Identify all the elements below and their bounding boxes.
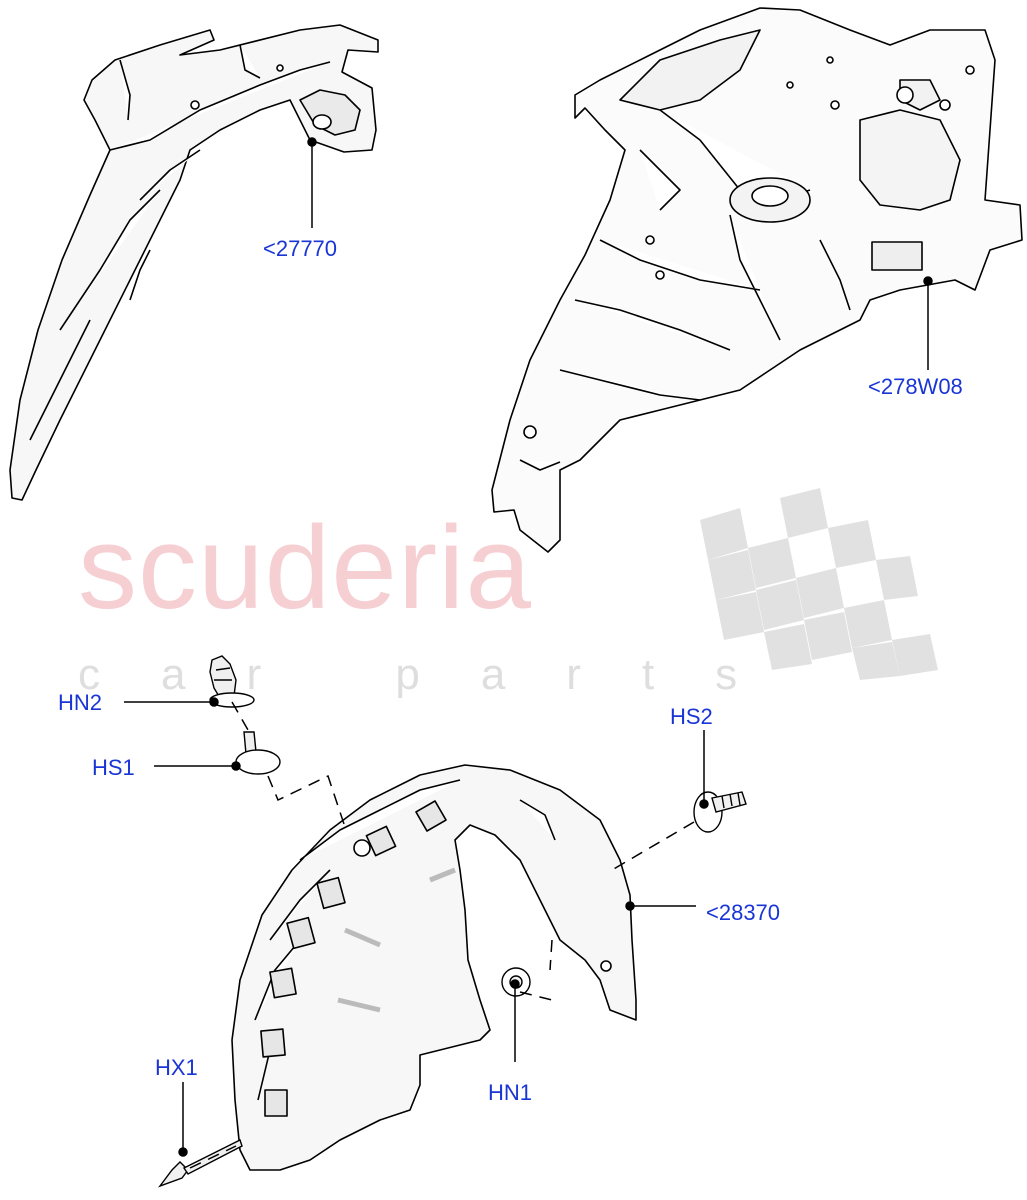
- callout-part-27770[interactable]: <27770: [263, 236, 338, 261]
- part-27770-inner-pillar[interactable]: [9, 24, 379, 501]
- callout-hs1[interactable]: HS1: [92, 755, 135, 780]
- callout-hn1[interactable]: HN1: [488, 1080, 533, 1105]
- hs2-screw-fastener[interactable]: [693, 791, 747, 833]
- callout-hs2[interactable]: HS2: [670, 704, 713, 729]
- part-28370-wheel-arch-liner[interactable]: [231, 764, 637, 1171]
- part-278W08-wheelhouse-inner[interactable]: [491, 7, 1023, 553]
- callout-part-28370[interactable]: <28370: [706, 900, 781, 925]
- callout-leader-lines: [124, 137, 933, 1157]
- callout-part-278W08[interactable]: <278W08: [868, 374, 963, 399]
- hx1-push-pin-fastener[interactable]: [158, 1139, 243, 1188]
- watermark-brand: scuderia: [78, 502, 533, 634]
- callout-hn2[interactable]: HN2: [58, 690, 103, 715]
- hs1-stud-fastener[interactable]: [235, 731, 281, 775]
- watermark-tagline: car parts: [78, 650, 799, 699]
- assembly-guide-lines: [189, 701, 695, 1169]
- checkered-flag-logo: [700, 488, 938, 680]
- callout-hx1[interactable]: HX1: [155, 1055, 198, 1080]
